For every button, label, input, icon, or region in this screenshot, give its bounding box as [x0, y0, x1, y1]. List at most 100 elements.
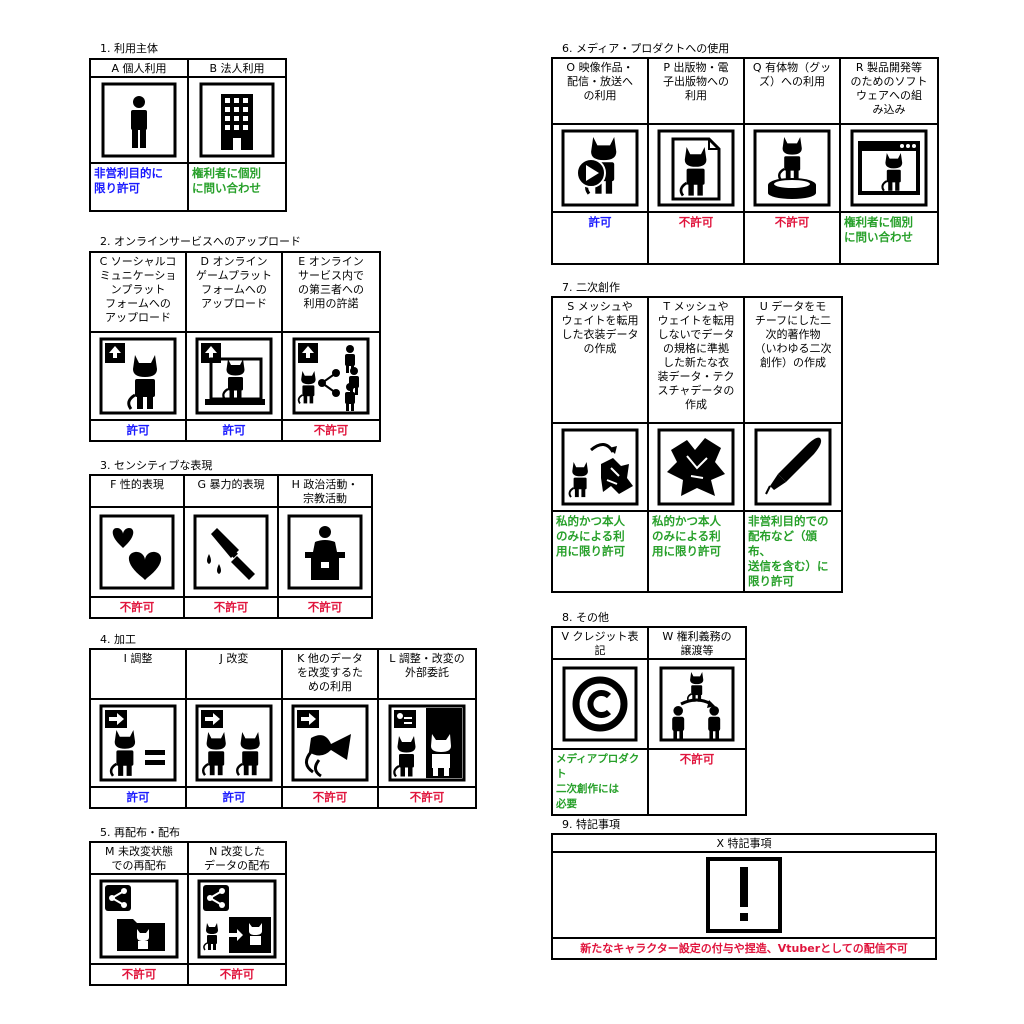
- exclamation-icon: [706, 857, 782, 933]
- figure-goods-icon: [753, 129, 831, 207]
- header-distribute-modified: N 改変した データの配布: [187, 841, 287, 875]
- upload-game-icon: [195, 337, 273, 415]
- header-other-data: K 他のデータ を改変するた めの利用: [281, 648, 379, 700]
- status-video: 許可: [551, 211, 649, 265]
- status-redistribute: 不許可: [89, 963, 189, 986]
- status-personal-use: 非営利目的に 限り許可: [89, 162, 189, 212]
- usage-subject-table: A 個人利用 B 法人利用: [89, 58, 287, 212]
- media-product-table: O 映像作品・ 配信・放送へ の利用 P 出版物・電 子出版物への 利用 Q 有…: [551, 57, 939, 265]
- header-corporate-use: B 法人利用: [187, 58, 287, 78]
- derivative-work-table: S メッシュや ウェイトを転用 した衣装データ の作成 T メッシュや ウェイト…: [551, 296, 843, 593]
- cell-violent-icon: [183, 506, 279, 598]
- header-fan-work: U データをモ チーフにした二 次的著作物 （いわゆる二次 創作）の作成: [743, 296, 843, 424]
- modify-icon: [195, 704, 273, 782]
- software-window-icon: [850, 129, 928, 207]
- person-icon: [101, 82, 177, 158]
- header-political-religious: H 政治活動・ 宗教活動: [277, 474, 373, 508]
- knife-icon: [193, 514, 269, 590]
- status-social-upload: 許可: [89, 419, 187, 442]
- header-software: R 製品開発等 のためのソフト ウェアへの組 み込み: [839, 57, 939, 125]
- pen-icon: [754, 428, 832, 506]
- status-rights-transfer: 不許可: [647, 748, 747, 816]
- cell-rights-transfer-icon: [647, 658, 747, 750]
- section-title-processing: 4. 加工: [100, 633, 136, 646]
- distribute-modified-icon: [197, 879, 277, 959]
- cell-adjust-icon: [89, 698, 187, 788]
- header-goods: Q 有体物（グッ ズ）への利用: [743, 57, 841, 125]
- header-modify: J 改変: [185, 648, 283, 700]
- header-mesh-reuse: S メッシュや ウェイトを転用 した衣装データ の作成: [551, 296, 649, 424]
- status-violent: 不許可: [183, 596, 279, 619]
- cell-special-notes-icon: [551, 851, 937, 939]
- header-adjust: I 調整: [89, 648, 187, 700]
- cell-modify-icon: [185, 698, 283, 788]
- cell-third-party-icon: [281, 331, 381, 421]
- header-outsource: L 調整・改変の 外部委託: [377, 648, 477, 700]
- section-title-sensitive: 3. センシティブな表現: [100, 459, 213, 472]
- cell-personal-use-icon: [89, 76, 189, 164]
- office-building-icon: [199, 82, 275, 158]
- status-sexual: 不許可: [89, 596, 185, 619]
- status-third-party-license: 不許可: [281, 419, 381, 442]
- cell-publication-icon: [647, 123, 745, 213]
- status-publication: 不許可: [647, 211, 745, 265]
- cell-game-upload-icon: [185, 331, 283, 421]
- status-outsource: 不許可: [377, 786, 477, 809]
- section-title-redistribution: 5. 再配布・配布: [100, 826, 180, 839]
- cell-other-data-icon: [281, 698, 379, 788]
- other-data-icon: [291, 704, 369, 782]
- cell-sexual-icon: [89, 506, 185, 598]
- cell-corporate-use-icon: [187, 76, 287, 164]
- header-publication: P 出版物・電 子出版物への 利用: [647, 57, 745, 125]
- status-mesh-reuse: 私的かつ本人 のみによる利 用に限り許可: [551, 510, 649, 593]
- other-table: V クレジット表 記 W 権利義務の 譲渡等 メディアプロダクト 二次創作には …: [551, 626, 747, 816]
- header-rights-transfer: W 権利義務の 譲渡等: [647, 626, 747, 660]
- header-new-costume: T メッシュや ウェイトを転用 しないでデータ の規格に準拠 した新たな衣 装デ…: [647, 296, 745, 424]
- status-political-religious: 不許可: [277, 596, 373, 619]
- section-title-special-notes: 9. 特記事項: [562, 818, 620, 831]
- hearts-icon: [99, 514, 175, 590]
- cell-mesh-reuse-icon: [551, 422, 649, 512]
- status-new-costume: 私的かつ本人 のみによる利 用に限り許可: [647, 510, 745, 593]
- section-title-other: 8. その他: [562, 611, 609, 624]
- processing-table: I 調整 J 改変 K 他のデータ を改変するた めの利用 L 調整・改変の 外…: [89, 648, 477, 809]
- adjust-icon: [99, 704, 177, 782]
- upload-social-icon: [99, 337, 177, 415]
- mesh-reuse-icon: [561, 428, 639, 506]
- video-icon: [561, 129, 639, 207]
- copyright-icon: [562, 666, 638, 742]
- cell-distribute-modified-icon: [187, 873, 287, 965]
- section-title-usage-subject: 1. 利用主体: [100, 42, 158, 55]
- status-game-upload: 許可: [185, 419, 283, 442]
- header-third-party-license: E オンライン サービス内で の第三者への 利用の許諾: [281, 251, 381, 333]
- cell-social-upload-icon: [89, 331, 187, 421]
- podium-icon: [287, 514, 363, 590]
- transfer-icon: [659, 666, 735, 742]
- status-credit: メディアプロダクト 二次創作には 必要: [551, 748, 649, 816]
- status-software: 権利者に個別 に問い合わせ: [839, 211, 939, 265]
- status-fan-work: 非営利目的での 配布など（頒布、 送信を含む）に 限り許可: [743, 510, 843, 593]
- status-distribute-modified: 不許可: [187, 963, 287, 986]
- status-adjust: 許可: [89, 786, 187, 809]
- cell-new-costume-icon: [647, 422, 745, 512]
- section-title-derivative: 7. 二次創作: [562, 281, 620, 294]
- status-modify: 許可: [185, 786, 283, 809]
- header-credit: V クレジット表 記: [551, 626, 649, 660]
- cell-goods-icon: [743, 123, 841, 213]
- header-social-upload: C ソーシャルコ ミュニケーショ ンプラット フォームへの アップロード: [89, 251, 187, 333]
- cell-credit-icon: [551, 658, 649, 750]
- header-sexual: F 性的表現: [89, 474, 185, 508]
- header-special-notes: X 特記事項: [551, 833, 937, 853]
- header-personal-use: A 個人利用: [89, 58, 189, 78]
- cell-software-icon: [839, 123, 939, 213]
- cell-video-icon: [551, 123, 649, 213]
- status-goods: 不許可: [743, 211, 841, 265]
- outsource-icon: [388, 704, 466, 782]
- cell-outsource-icon: [377, 698, 477, 788]
- cell-redistribute-icon: [89, 873, 189, 965]
- header-redistribute: M 未改変状態 での再配布: [89, 841, 189, 875]
- redistribute-icon: [99, 879, 179, 959]
- publication-icon: [657, 129, 735, 207]
- status-other-data: 不許可: [281, 786, 379, 809]
- status-corporate-use: 権利者に個別 に問い合わせ: [187, 162, 287, 212]
